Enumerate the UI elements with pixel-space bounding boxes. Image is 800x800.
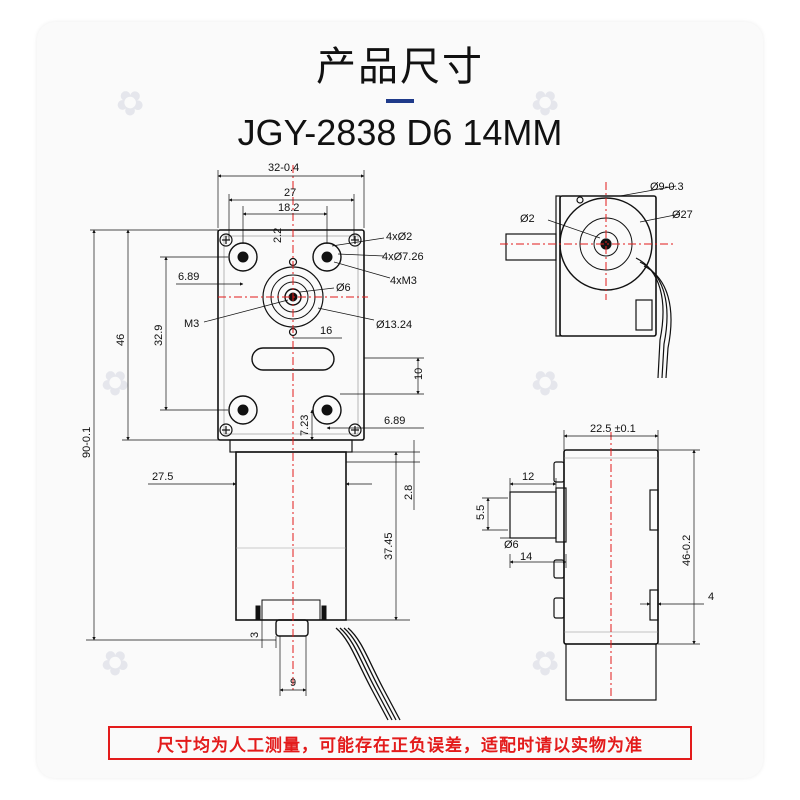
dim-holes-2: 4xØ2: [386, 231, 412, 243]
dim-side-d27: Ø27: [672, 209, 693, 221]
content-card: [37, 22, 763, 778]
dim-h-7-23: 7.23: [299, 415, 311, 436]
dim-offset-6-89: 6.89: [178, 271, 199, 283]
dim-h-3: 3: [249, 632, 261, 638]
dim-bottom-d6: Ø6: [504, 539, 519, 551]
front-centerlines: [218, 165, 368, 690]
front-view: [217, 229, 401, 721]
dim-bottom-w-22-5: 22.5 ±0.1: [590, 423, 636, 435]
dim-hub-13-24: Ø13.24: [376, 319, 412, 331]
svg-text:✿: ✿: [522, 638, 568, 687]
front-dimension-lines: [86, 170, 424, 696]
front-labels: 32-0.4 27 18.2 2.2 4xØ2 4xØ7.26 4xM3 6.8…: [81, 162, 425, 689]
side-shaft: [505, 233, 557, 261]
dim-offset-6-89b: 6.89: [384, 415, 405, 427]
dim-holes-m3: 4xM3: [390, 275, 417, 287]
side-dimension-lines: [547, 185, 681, 239]
dim-bottom-h-46: 46-0.2: [681, 535, 693, 566]
corner-screws: [219, 233, 362, 437]
dim-bottom-w-12: 12: [522, 471, 534, 483]
bottom-shaft: [509, 491, 557, 539]
measurement-note-box: 尺寸均为人工测量，可能存在正负误差，适配时请以实物为准: [108, 726, 692, 760]
dim-bottom-w-4: 4: [708, 591, 714, 603]
side-centerlines: [500, 182, 676, 300]
dim-gap-2-2: 2.2: [272, 228, 284, 243]
svg-text:✿: ✿: [92, 358, 138, 407]
title-accent-bar: [386, 99, 414, 103]
svg-text:✿: ✿: [522, 358, 568, 407]
svg-text:✿: ✿: [522, 78, 568, 127]
side-labels: Ø2 Ø9-0.3 Ø27: [520, 181, 693, 225]
bottom-dimension-lines: [482, 430, 704, 645]
dim-h-46: 46: [115, 334, 127, 346]
dim-side-d2: Ø2: [520, 213, 535, 225]
dim-slot-16: 16: [320, 325, 332, 337]
dim-w-9: 9: [290, 677, 296, 689]
measurement-note: 尺寸均为人工测量，可能存在正负误差，适配时请以实物为准: [157, 735, 643, 755]
dim-bottom-w-14: 14: [520, 551, 532, 563]
dim-width-total: 32-0.4: [268, 162, 299, 174]
dim-h-2-8: 2.8: [403, 485, 415, 500]
dim-h-32-9: 32.9: [153, 325, 165, 346]
dim-h-37-45: 37.45: [383, 532, 395, 560]
svg-text:✿: ✿: [107, 78, 153, 127]
dim-motor-27-5: 27.5: [152, 471, 173, 483]
model-subtitle: JGY-2838 D6 14MM: [237, 112, 563, 153]
motor-wires: [335, 627, 401, 721]
motor-can: [235, 451, 347, 621]
dim-holes-7-26: 4xØ7.26: [382, 251, 424, 263]
page-title: 产品尺寸: [316, 45, 484, 89]
dim-len-90: 90-0.1: [81, 427, 93, 458]
watermark: ✿ ✿ ✿ ✿ ✿ ✿: [92, 78, 568, 687]
dim-side-d9: Ø9-0.3: [650, 181, 684, 193]
dim-width-18-2: 18.2: [278, 202, 299, 214]
dim-shaft-6: Ø6: [336, 282, 351, 294]
svg-text:✿: ✿: [92, 638, 138, 687]
dim-bottom-h-5-5: 5.5: [475, 505, 487, 520]
dim-h-10: 10: [413, 368, 425, 380]
dim-thread-m3: M3: [184, 318, 199, 330]
dim-width-27: 27: [284, 187, 296, 199]
bottom-labels: 22.5 ±0.1 12 5.5 Ø6 14 46-0.2 4: [475, 423, 714, 603]
